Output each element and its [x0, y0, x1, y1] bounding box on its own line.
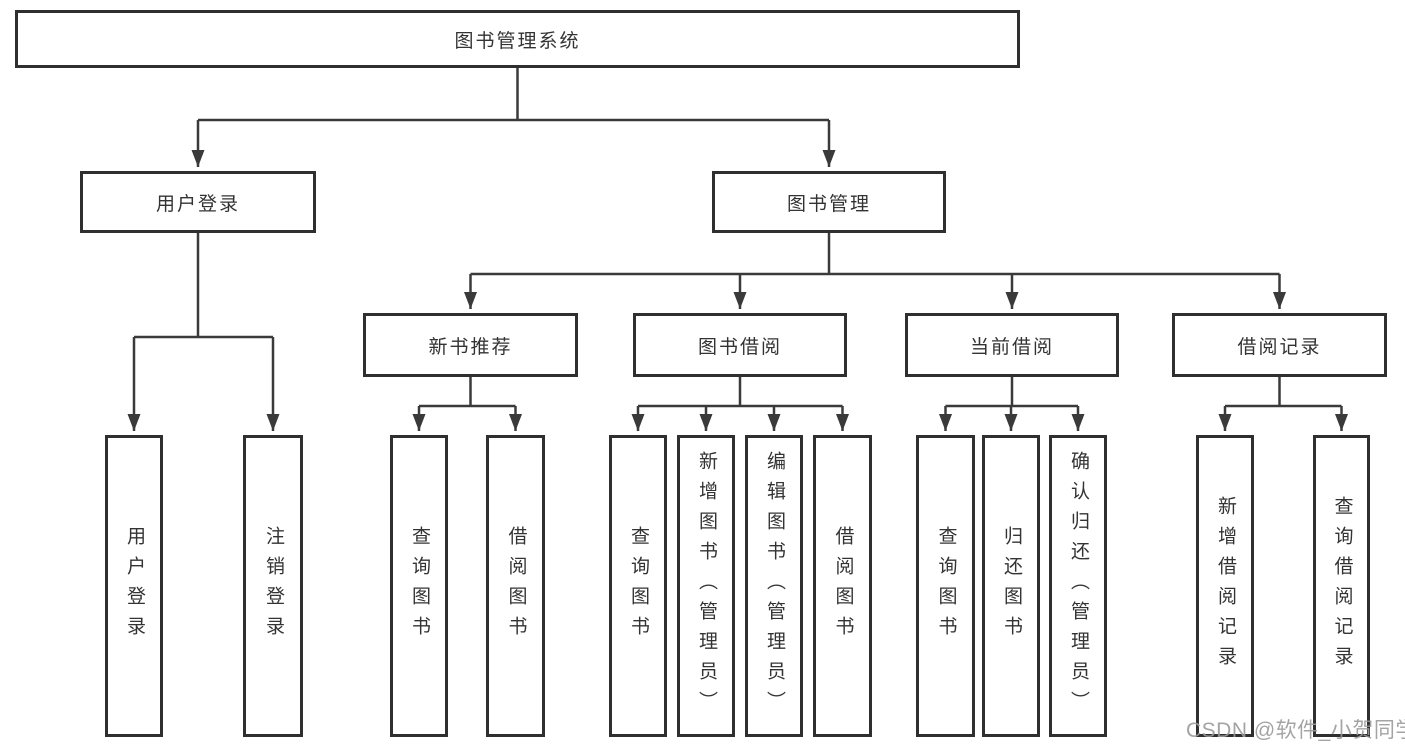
leaf-query-borrow-record: 查询借阅记录 [1313, 435, 1370, 737]
leaf-query-books-borrowing: 查询图书 [609, 435, 667, 737]
node-book-borrowing: 图书借阅 [633, 313, 847, 377]
leaf-borrow-books-borrowing: 借阅图书 [813, 435, 872, 737]
leaf-borrow-books-recommend: 借阅图书 [486, 435, 545, 737]
leaf-label: 借阅图书 [832, 526, 854, 646]
leaf-label: 新增图书（管理员） [695, 451, 717, 721]
leaf-label: 借阅图书 [505, 526, 527, 646]
leaf-user-login: 用户登录 [105, 435, 163, 737]
leaf-logout-login: 注销登录 [243, 435, 303, 737]
node-current-borrowing: 当前借阅 [905, 313, 1119, 377]
leaf-label: 归还图书 [1000, 526, 1022, 646]
node-library-management-system: 图书管理系统 [15, 10, 1020, 68]
leaf-query-books-recommend: 查询图书 [390, 435, 448, 737]
leaf-query-books-current: 查询图书 [916, 435, 975, 737]
leaf-label: 查询图书 [935, 526, 957, 646]
leaf-return-books: 归还图书 [982, 435, 1040, 737]
node-user-login: 用户登录 [80, 171, 316, 233]
node-book-management: 图书管理 [712, 171, 946, 233]
leaf-label: 新增借阅记录 [1214, 496, 1236, 676]
leaf-label: 查询借阅记录 [1331, 496, 1353, 676]
leaf-label: 编辑图书（管理员） [763, 451, 785, 721]
leaf-label: 查询图书 [627, 526, 649, 646]
leaf-label: 确认归还（管理员） [1067, 451, 1089, 721]
leaf-label: 用户登录 [123, 526, 145, 646]
csdn-watermark: CSDN @软件_小贺同学 [1186, 719, 1405, 742]
leaf-add-borrow-record: 新增借阅记录 [1196, 435, 1254, 737]
leaf-add-books-admin: 新增图书（管理员） [677, 435, 735, 737]
node-borrowing-records: 借阅记录 [1172, 313, 1387, 377]
leaf-label: 注销登录 [262, 526, 284, 646]
leaf-label: 查询图书 [408, 526, 430, 646]
leaf-edit-books-admin: 编辑图书（管理员） [745, 435, 803, 737]
node-new-book-recommend: 新书推荐 [363, 313, 578, 377]
leaf-confirm-return-admin: 确认归还（管理员） [1049, 435, 1107, 737]
